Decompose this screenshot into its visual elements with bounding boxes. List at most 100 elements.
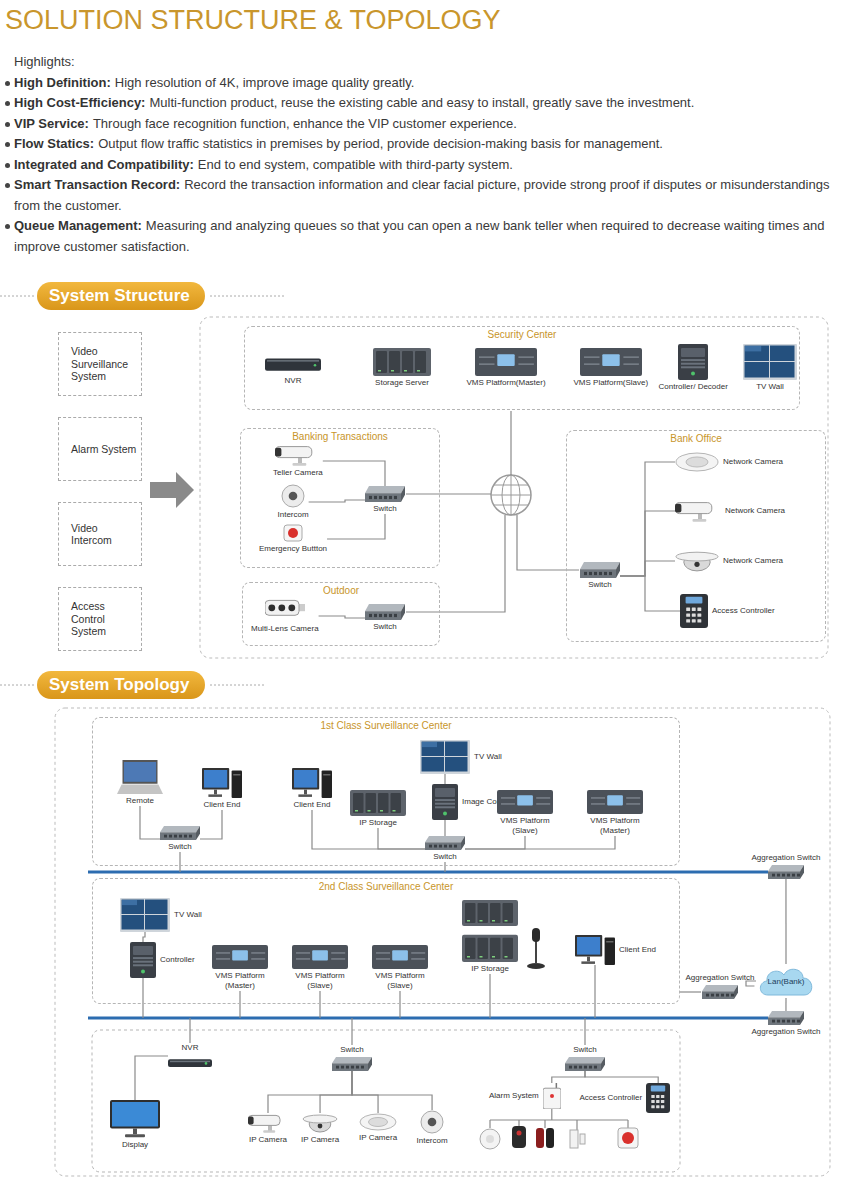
bullet-dot	[5, 142, 10, 147]
alarm-sensors	[480, 1126, 638, 1149]
device: Switch	[160, 826, 200, 852]
fisheye-icon	[675, 452, 719, 472]
connector	[140, 806, 160, 839]
nvr-icon	[168, 1055, 212, 1069]
device-label: Teller Camera	[273, 468, 323, 478]
switch-icon	[332, 1057, 372, 1071]
device: Switch	[580, 562, 620, 590]
bus-drop	[489, 974, 490, 1018]
system-box: Video Surveillance System	[58, 332, 142, 396]
bullet-key: VIP Service:	[14, 116, 89, 131]
vms-icon	[587, 790, 643, 814]
bus-drop	[351, 1018, 352, 1045]
device: VMS Platform(Slave)	[574, 348, 649, 388]
bullet-item: Queue Management:Measuring and analyzing…	[5, 216, 840, 257]
device-label: IP Storage	[359, 818, 397, 828]
device: Emergency Buttton	[259, 524, 327, 554]
microphone	[527, 928, 545, 969]
connector	[620, 462, 675, 576]
connector	[785, 879, 786, 964]
flow-arrow	[150, 472, 194, 508]
device-label: VMS Platform (Slave)	[494, 816, 556, 836]
connector	[327, 514, 385, 539]
device-label: Client End	[204, 800, 241, 810]
tower-icon	[678, 344, 708, 380]
bullet-key: Queue Management:	[14, 218, 142, 233]
connector	[320, 1071, 352, 1113]
tv-icon	[420, 740, 470, 774]
connector	[620, 576, 680, 611]
device: Switch	[425, 836, 465, 862]
device: IP Storage	[350, 790, 406, 828]
group-box: 2nd Class Surveillance CenterTV WallCont…	[92, 878, 680, 1004]
device-label: TV Wall	[756, 382, 784, 392]
device: Storage Server	[373, 348, 431, 388]
device-label: Aggregation Switch	[752, 853, 821, 863]
device: IP Camera	[301, 1113, 339, 1145]
bus-drop	[594, 965, 595, 1018]
device-label: Alarm System	[489, 1091, 539, 1101]
device: NVR	[168, 1043, 212, 1069]
device-label: Aggregation Switch	[686, 973, 755, 983]
bullet-dot	[5, 122, 10, 127]
device: Alarm System	[489, 1083, 561, 1109]
device: TV Wall	[420, 740, 502, 774]
device: Client End	[575, 935, 656, 965]
device-label: NVR	[182, 1043, 199, 1053]
device-label: Network Camera	[723, 556, 783, 566]
tv-icon	[743, 344, 797, 380]
device: IP Camera	[359, 1113, 397, 1143]
switch-icon	[702, 985, 738, 999]
connector	[620, 511, 675, 576]
network-globe	[491, 475, 531, 515]
bullet-text: End to end system, compatible with third…	[198, 157, 513, 172]
bus-drop	[551, 1109, 552, 1120]
connector	[378, 828, 425, 849]
device-label: Switch	[168, 842, 192, 852]
device: VMS Platform (Slave)	[289, 945, 351, 991]
system-box: Video Intercom	[58, 502, 142, 566]
device: Access Controller	[580, 1083, 671, 1113]
pc-icon	[202, 768, 242, 798]
device-label: Access Controller	[580, 1093, 643, 1103]
tv-icon	[120, 898, 170, 932]
bullet-item: High Cost-Efficiency:Multi-function prod…	[5, 93, 840, 114]
connector	[444, 820, 445, 836]
system-name: Video Intercom	[71, 522, 137, 547]
connector	[552, 1071, 585, 1083]
switch-icon	[768, 1011, 804, 1025]
bus-drop	[584, 1018, 585, 1045]
device: Remote	[117, 760, 163, 806]
device-label: TV Wall	[174, 910, 202, 920]
bullet-key: Flow Statics:	[14, 136, 94, 151]
switch-icon	[365, 486, 405, 502]
device: Aggregation Switch	[686, 973, 755, 999]
section-title: System Structure	[49, 286, 190, 305]
device: VMS Platform (Master)	[209, 945, 271, 991]
device: IP Camera	[248, 1113, 288, 1145]
tower-icon	[130, 942, 156, 978]
system-name: Video Surveillance System	[71, 345, 137, 383]
bus-drop	[239, 991, 240, 1018]
bullet-item: Flow Statics:Output flow traffic statist…	[5, 134, 840, 155]
device-label: Emergency Buttton	[259, 544, 327, 554]
bus-drop	[444, 862, 445, 872]
bullet-key: Integrated and Compatibility:	[14, 157, 194, 172]
connector	[135, 1056, 168, 1100]
bullet-item: Smart Transaction Record:Record the tran…	[5, 175, 840, 216]
device: VMS Platform (Slave)	[494, 790, 556, 836]
system-box: Access Control System	[58, 587, 142, 651]
device-label: Client End	[294, 800, 331, 810]
device-label: Intercom	[417, 1136, 448, 1146]
sensor-wiring	[490, 1120, 628, 1130]
bullet-dot	[5, 224, 10, 229]
group-box: Security CenterNVRStorage ServerVMS Plat…	[244, 326, 800, 410]
device-label: Remote	[126, 796, 154, 806]
device: Teller Camera	[273, 444, 323, 478]
switch-icon	[425, 836, 465, 850]
vms-icon	[212, 945, 268, 969]
device: Controller	[130, 942, 195, 978]
vms-icon	[292, 945, 348, 969]
system-name: Alarm System	[71, 443, 136, 456]
device-label: Switch	[588, 580, 612, 590]
